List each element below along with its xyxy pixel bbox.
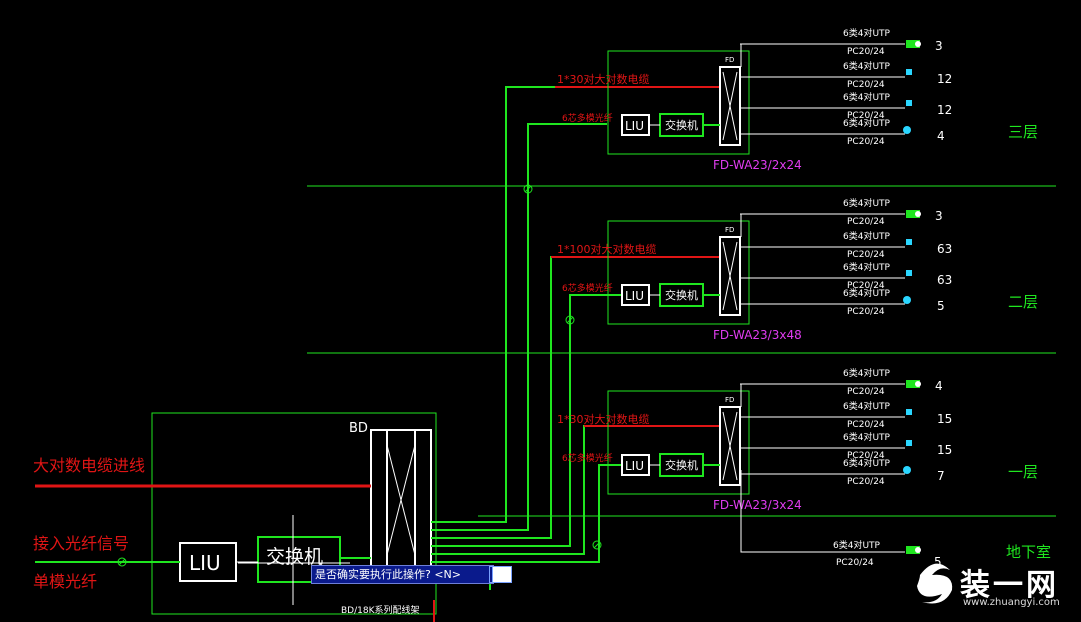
floor-cable-label: 1*30对大对数电缆 bbox=[557, 412, 650, 426]
outlet-count: 63 bbox=[937, 273, 952, 287]
outlet-utp-label: 6类4对UTP bbox=[843, 230, 891, 242]
outlet-utp-label: 6类4对UTP bbox=[843, 197, 891, 209]
outlet-icon bbox=[906, 100, 912, 106]
outlet-pc-label: PC20/24 bbox=[847, 80, 885, 90]
outlet-icon bbox=[906, 270, 912, 276]
outlet-pc-label: PC20/24 bbox=[847, 250, 885, 260]
liu-label: LIU bbox=[625, 119, 644, 133]
single-fiber-label: 单模光纤 bbox=[33, 572, 97, 591]
bd-switch-box bbox=[257, 536, 341, 583]
switch-label: 交换机 bbox=[665, 118, 698, 132]
basement-drop-line bbox=[740, 470, 905, 553]
outlet-utp-label: 6类4对UTP bbox=[843, 60, 891, 72]
fiber-signal-label: 接入光纤信号 bbox=[33, 534, 129, 553]
floor-fiber-label: 6芯多模光纤 bbox=[562, 452, 613, 464]
watermark-text: 装一网 bbox=[960, 568, 1059, 603]
switch-label: 交换机 bbox=[665, 458, 698, 472]
outlet-count: 15 bbox=[937, 443, 952, 457]
outlet-icon bbox=[906, 210, 921, 218]
command-prompt: 是否确实要执行此操作? <N> bbox=[311, 565, 494, 584]
outlet-pc-label: PC20/24 bbox=[847, 137, 885, 147]
outlet-utp-label: 6类4对UTP bbox=[843, 400, 891, 412]
command-input[interactable] bbox=[492, 566, 512, 583]
basement-utp: 6类4对UTP bbox=[833, 539, 881, 551]
floor-cable-label: 1*100对大对数电缆 bbox=[557, 242, 657, 256]
bd-bottom-label: BD/18K系列配线架 bbox=[341, 604, 420, 616]
outlet-icon bbox=[903, 466, 911, 474]
floor-group: FD LIU 交换机 1*30对大对数电缆 6芯多模光纤 FD-WA23/3x24 一层 6类… bbox=[557, 367, 1038, 512]
outlet-count: 63 bbox=[937, 242, 952, 256]
fd-model-label: FD-WA23/3x48 bbox=[713, 328, 802, 342]
outlet-utp-label: 6类4对UTP bbox=[843, 287, 891, 299]
fd-frame bbox=[607, 220, 750, 325]
outlet-count: 12 bbox=[937, 72, 952, 86]
outlet-pc-label: PC20/24 bbox=[847, 387, 885, 397]
fd-frame bbox=[607, 390, 750, 495]
floor-name: 二层 bbox=[1008, 293, 1038, 311]
outlet-icon bbox=[906, 440, 912, 446]
outlet-count: 5 bbox=[937, 299, 945, 313]
outlet-icon bbox=[906, 69, 912, 75]
floor-fiber-label: 6芯多模光纤 bbox=[562, 282, 613, 294]
outlet-icon bbox=[903, 296, 911, 304]
outlet-icon bbox=[903, 126, 911, 134]
liu-label: LIU bbox=[625, 289, 644, 303]
fd-label: FD bbox=[725, 226, 734, 234]
outlet-count: 15 bbox=[937, 412, 952, 426]
watermark-url: www.zhuangyi.com bbox=[963, 597, 1060, 608]
watermark-logo bbox=[917, 563, 953, 604]
outlet-icon bbox=[906, 40, 921, 48]
outlet-icon bbox=[906, 380, 921, 388]
bd-label: BD bbox=[349, 421, 368, 436]
outlet-pc-label: PC20/24 bbox=[847, 307, 885, 317]
floor-group: FD LIU 交换机 1*30对大对数电缆 6芯多模光纤 FD-WA23/2x24 三层 6类… bbox=[557, 27, 1038, 172]
floor-fiber-label: 6芯多模光纤 bbox=[562, 112, 613, 124]
trunk-cable-label: 大对数电缆进线 bbox=[33, 456, 145, 475]
outlet-pc-label: PC20/24 bbox=[847, 47, 885, 57]
outlet-utp-label: 6类4对UTP bbox=[843, 431, 891, 443]
switch-label: 交换机 bbox=[665, 288, 698, 302]
fd-patch-panel bbox=[719, 66, 741, 146]
riser-lines bbox=[431, 86, 622, 590]
outlet-pc-label: PC20/24 bbox=[847, 420, 885, 430]
outlet-pc-label: PC20/24 bbox=[847, 111, 885, 121]
fd-label: FD bbox=[725, 56, 734, 64]
outlet-icon bbox=[906, 409, 912, 415]
outlet-pc-label: PC20/24 bbox=[847, 217, 885, 227]
outlet-pc-label: PC20/24 bbox=[847, 451, 885, 461]
outlet-utp-label: 6类4对UTP bbox=[843, 367, 891, 379]
outlet-utp-label: 6类4对UTP bbox=[843, 27, 891, 39]
floor-cable-label: 1*30对大对数电缆 bbox=[557, 72, 650, 86]
basement-pc: PC20/24 bbox=[836, 558, 874, 568]
outlet-icon bbox=[906, 239, 912, 245]
outlet-pc-label: PC20/24 bbox=[847, 477, 885, 487]
outlet-count: 7 bbox=[937, 469, 945, 483]
fd-patch-panel bbox=[719, 236, 741, 316]
outlet-count: 4 bbox=[937, 129, 945, 143]
fd-model-label: FD-WA23/3x24 bbox=[713, 498, 802, 512]
outlet-count: 3 bbox=[935, 39, 943, 53]
outlet-count: 3 bbox=[935, 209, 943, 223]
outlet-utp-label: 6类4对UTP bbox=[843, 457, 891, 469]
bd-liu-label: LIU bbox=[189, 551, 221, 575]
bd-frame bbox=[151, 412, 437, 615]
outlet-count: 12 bbox=[937, 103, 952, 117]
outlet-utp-label: 6类4对UTP bbox=[843, 91, 891, 103]
liu-label: LIU bbox=[625, 459, 644, 473]
floor-name: 三层 bbox=[1008, 123, 1038, 141]
fd-patch-panel bbox=[719, 406, 741, 486]
outlet-count: 4 bbox=[935, 379, 943, 393]
fd-frame bbox=[607, 50, 750, 155]
fd-model-label: FD-WA23/2x24 bbox=[713, 158, 802, 172]
outlet-utp-label: 6类4对UTP bbox=[843, 261, 891, 273]
outlet-utp-label: 6类4对UTP bbox=[843, 117, 891, 129]
floor-group: FD LIU 交换机 1*100对大对数电缆 6芯多模光纤 FD-WA23/3x48 二层 6… bbox=[557, 197, 1038, 342]
basement-name: 地下室 bbox=[1006, 543, 1051, 561]
fd-label: FD bbox=[725, 396, 734, 404]
basement-count: 5 bbox=[934, 555, 942, 569]
floor-name: 一层 bbox=[1008, 463, 1038, 481]
outlet-pc-label: PC20/24 bbox=[847, 281, 885, 291]
basement-outlet-icon bbox=[906, 546, 921, 554]
